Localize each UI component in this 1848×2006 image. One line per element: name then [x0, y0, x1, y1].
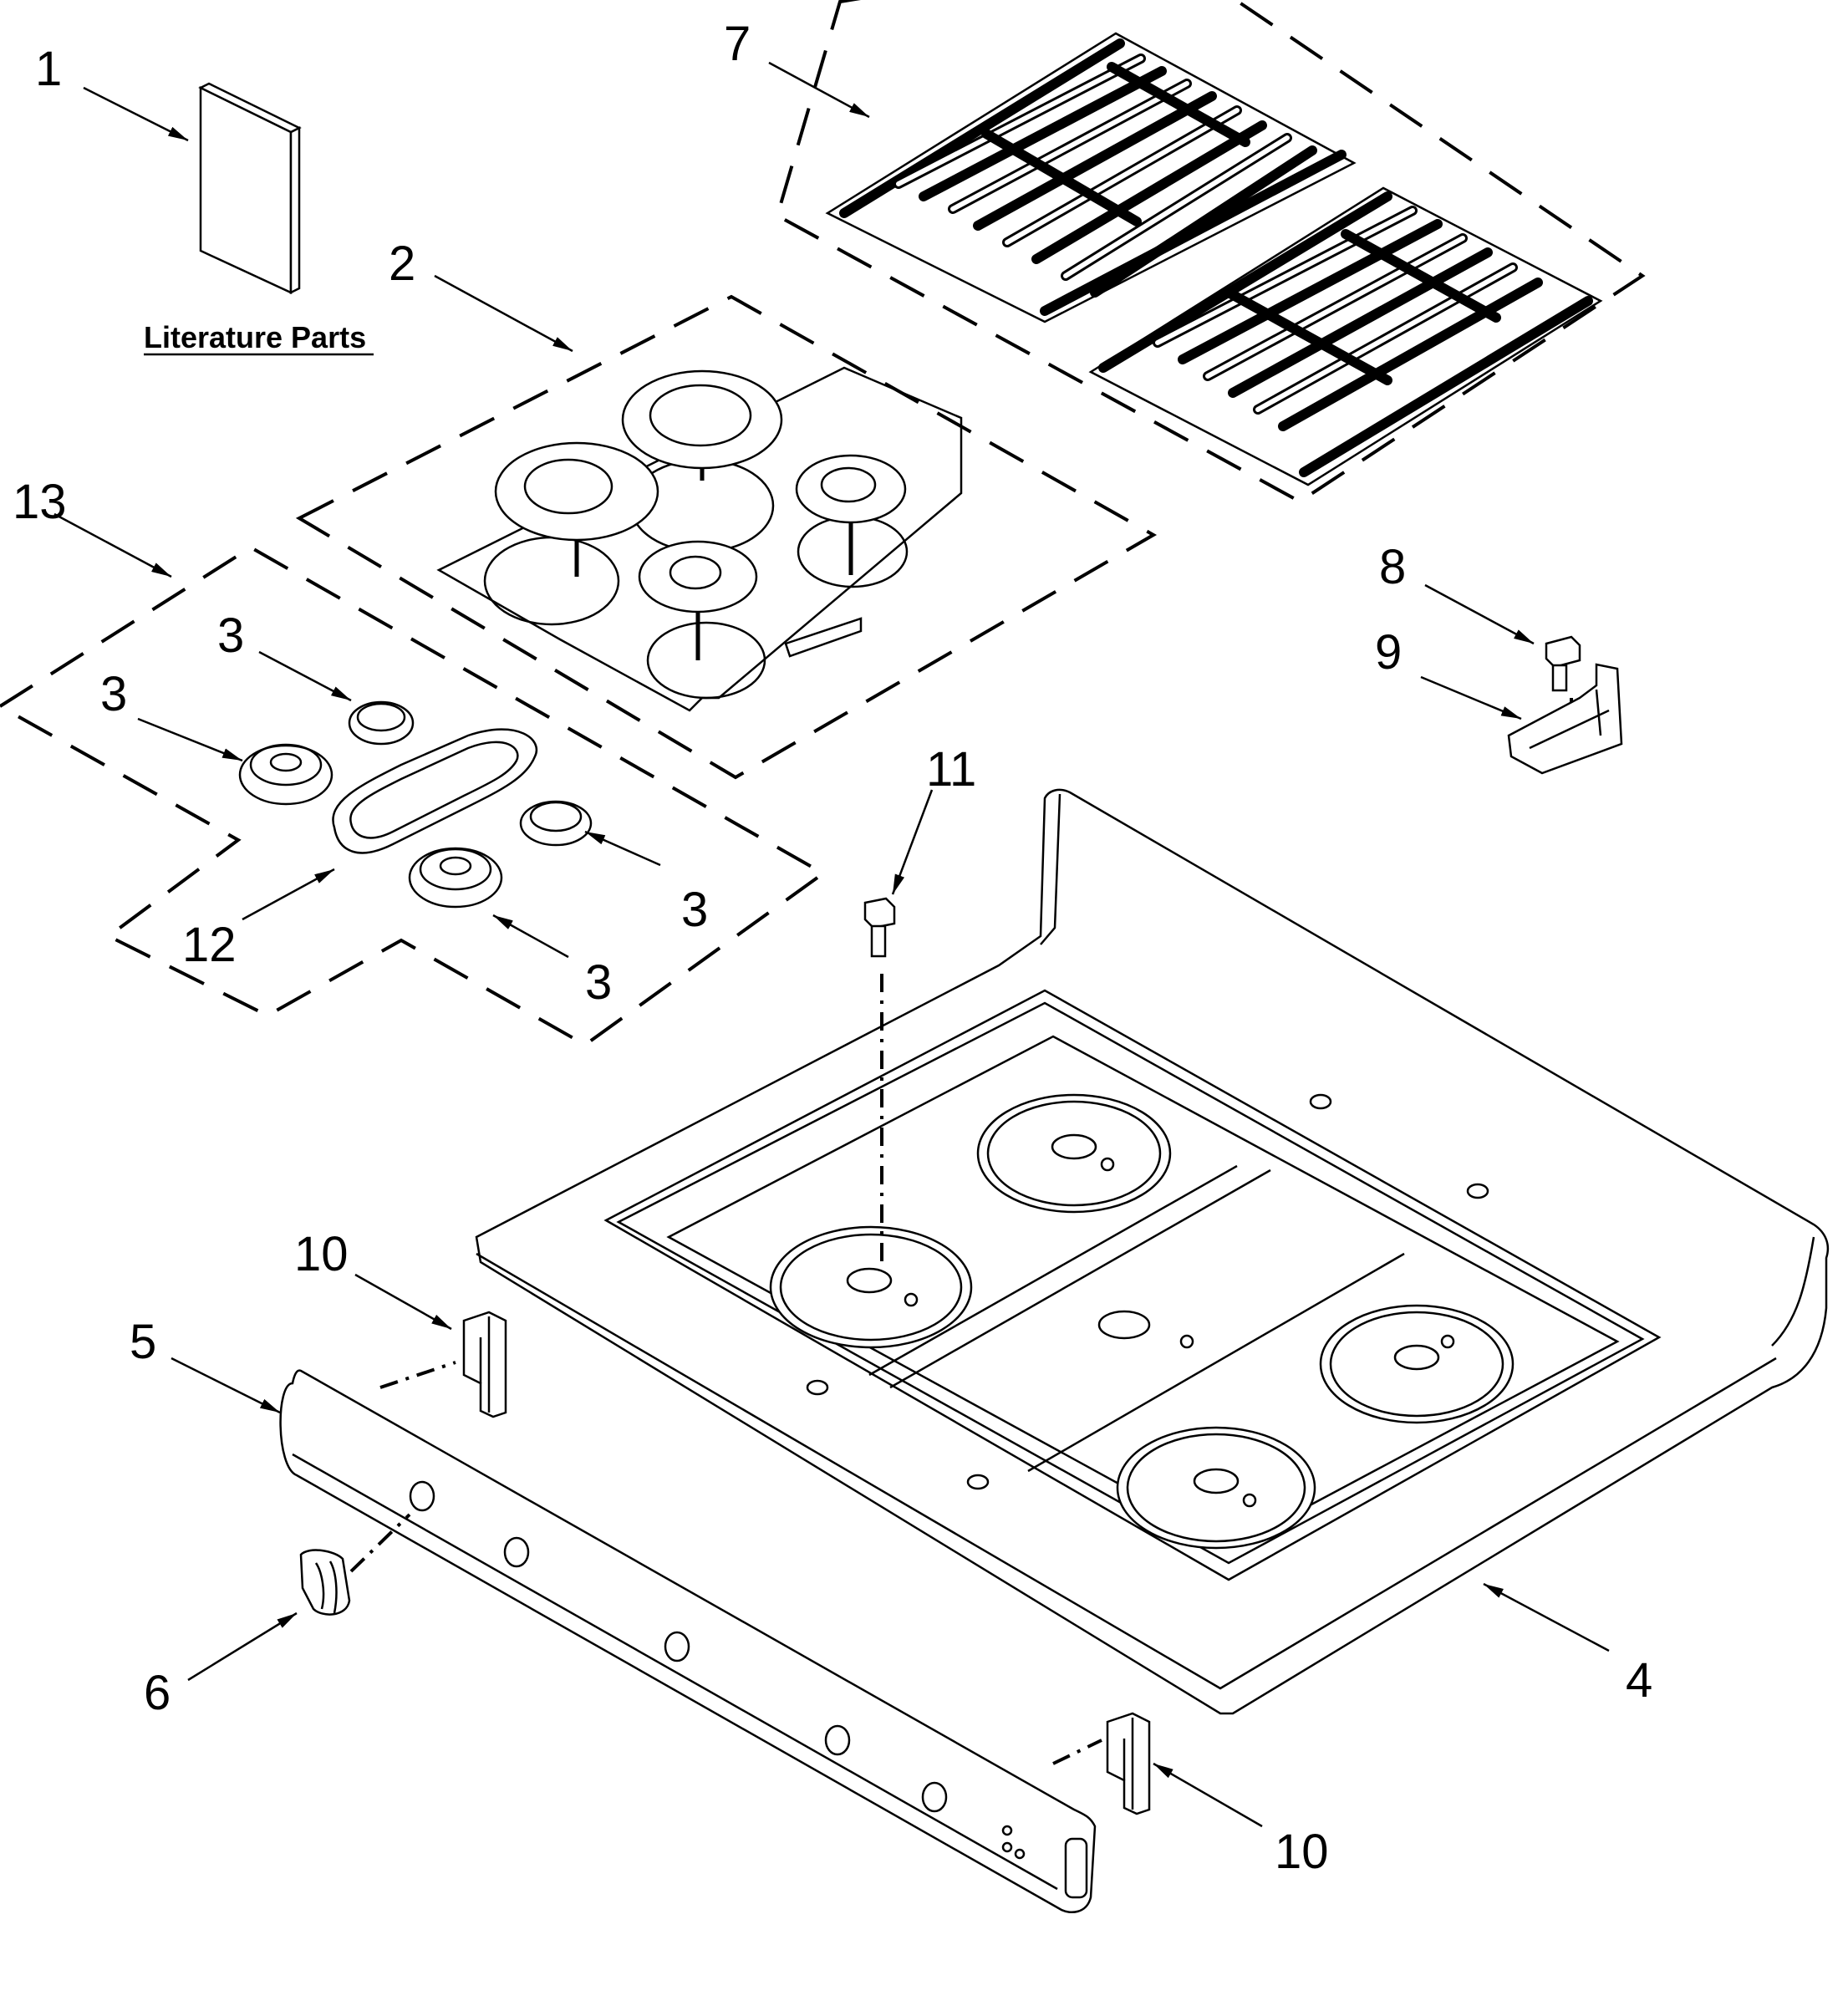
- cooktop-main: [475, 788, 1830, 1715]
- callout-3: 3: [681, 883, 708, 937]
- callout-6: 6: [144, 1666, 171, 1720]
- burner-kit: [0, 545, 827, 1047]
- surface-burner: [238, 743, 333, 806]
- surface-burner: [519, 800, 593, 847]
- callout-4: 4: [1626, 1653, 1652, 1708]
- burner-cap-panel: [295, 294, 1158, 780]
- callout-9: 9: [1375, 625, 1402, 680]
- burner-well: [1319, 1304, 1515, 1424]
- callout-13: 13: [13, 475, 67, 529]
- callout-10: 10: [1275, 1825, 1329, 1879]
- callout-10: 10: [294, 1227, 349, 1281]
- callout-5: 5: [130, 1315, 156, 1369]
- literature-parts-label: Literature Parts: [144, 320, 366, 354]
- callout-3: 3: [100, 667, 127, 721]
- grates-assembly: [775, 0, 1646, 504]
- screw: [1545, 635, 1581, 723]
- surface-burner: [408, 847, 503, 909]
- control-panel-bar: [279, 1369, 1097, 1913]
- burner-well: [769, 1225, 973, 1349]
- callout-2: 2: [389, 237, 415, 291]
- screw: [863, 897, 896, 958]
- callout-1: 1: [35, 42, 62, 96]
- burner-well: [1116, 1426, 1316, 1550]
- control-knob: [299, 1549, 351, 1616]
- callout-3: 3: [217, 608, 244, 663]
- burner-cap: [795, 454, 907, 575]
- callout-7: 7: [724, 17, 751, 71]
- burner-cap: [494, 441, 659, 577]
- literature-booklet: Literature Parts: [144, 82, 374, 356]
- right-grate: [1088, 186, 1603, 486]
- callout-12: 12: [182, 918, 237, 972]
- burner-well: [976, 1093, 1172, 1214]
- bracket: [1507, 663, 1623, 775]
- left-grate: [825, 32, 1357, 323]
- callout-3: 3: [585, 955, 612, 1010]
- mounting-bracket: [462, 1311, 507, 1418]
- oval-burner: [332, 728, 537, 854]
- callout-8: 8: [1379, 540, 1406, 594]
- callout-11: 11: [926, 742, 976, 797]
- surface-burner: [348, 700, 415, 746]
- burner-cap: [638, 540, 758, 660]
- burner-cap: [621, 369, 783, 481]
- mounting-bracket: [1106, 1712, 1151, 1815]
